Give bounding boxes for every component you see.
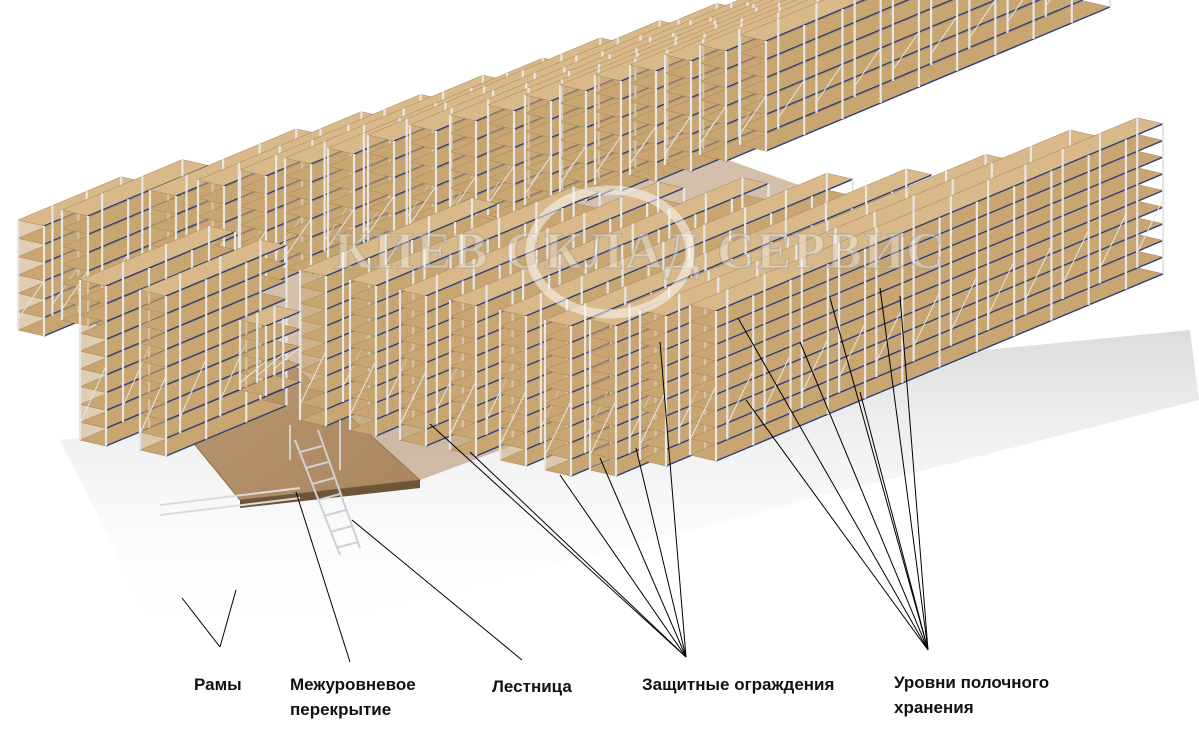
lower-rack-row-10-brace bbox=[875, 307, 903, 363]
upper-rack-row-17-beam-3 bbox=[765, 0, 998, 97]
upper-rack-row-17-shelf-5 bbox=[739, 0, 909, 60]
upper-rack-row-0-brace bbox=[17, 280, 45, 320]
upper-rack-row-17-beam-0 bbox=[765, 6, 1111, 152]
lower-rack-row-4-beam-9 bbox=[425, 187, 685, 297]
lower-rack-row-0-beam-8 bbox=[105, 249, 236, 305]
upper-rack-row-14-brace bbox=[629, 125, 657, 165]
lower-rack-row-1-beam-6 bbox=[165, 298, 287, 350]
upper-rack-row-17-beam-6 bbox=[765, 0, 866, 42]
watermark-logo bbox=[525, 185, 695, 319]
label-shelf-levels: Уровни полочного хранения bbox=[894, 670, 1049, 720]
ground-shadow bbox=[60, 330, 1199, 640]
upper-rack-row-17-brace bbox=[1007, 0, 1024, 23]
upper-rack-row-17 bbox=[738, 0, 1112, 152]
upper-rack-row-17-brace bbox=[777, 79, 805, 119]
label-guardrails-text: Защитные ограждения bbox=[642, 675, 835, 694]
label-stairs: Лестница bbox=[492, 674, 572, 699]
label-shelf-levels-line2: хранения bbox=[894, 698, 974, 717]
lower-rack-row-7-brace bbox=[544, 400, 572, 456]
deck-shelf-unit-brace bbox=[256, 353, 284, 377]
upper-rack-row-13-brace bbox=[594, 135, 622, 175]
shelving-rows bbox=[16, 0, 1165, 477]
lower-rack-row-10-brace bbox=[913, 292, 941, 347]
label-frames: Рамы bbox=[194, 672, 242, 697]
lower-rack-row-10-brace bbox=[1062, 229, 1090, 285]
upper-rack-row-15-brace bbox=[664, 115, 692, 155]
lower-rack-row-10-brace bbox=[1024, 245, 1052, 300]
upper-rack-row-1-brace bbox=[61, 270, 89, 310]
upper-rack-row-12-brace bbox=[559, 145, 587, 185]
lower-rack-row-1-beam-0 bbox=[165, 404, 287, 457]
lower-rack-row-1-brace bbox=[179, 358, 207, 418]
upper-rack-row-5-brace bbox=[284, 218, 312, 258]
upper-rack-row-17-shelf-4 bbox=[739, 0, 953, 78]
lower-rack-row-1-beam-9 bbox=[165, 244, 287, 297]
lower-rack-row-0-brace bbox=[79, 365, 107, 425]
label-stairs-text: Лестница bbox=[492, 677, 572, 696]
deck-shelf-unit-brace bbox=[274, 346, 301, 369]
watermark-text: КИЕВ СКЛАД СЕРВИС bbox=[334, 223, 946, 280]
mezzanine-floor-edge bbox=[240, 480, 420, 508]
upper-rack-row-8-brace bbox=[409, 185, 437, 225]
upper-rack-row-7-brace bbox=[367, 195, 395, 235]
lower-rack-row-10-brace bbox=[726, 370, 754, 425]
lower-rack-row-7-beam-9 bbox=[570, 174, 933, 327]
upper-rack-row-17-brace bbox=[968, 0, 996, 39]
lower-rack-row-2-brace bbox=[299, 350, 327, 406]
label-shelf-levels-line1: Уровни полочного bbox=[894, 673, 1050, 692]
lower-rack-row-9-brace bbox=[639, 390, 667, 446]
deck-shelf-unit-brace bbox=[239, 360, 267, 384]
lower-rack-row-1-brace bbox=[139, 375, 167, 435]
upper-rack-row-17-shelf-6 bbox=[739, 0, 865, 42]
lower-rack-row-0-beam-9 bbox=[105, 231, 236, 287]
upper-rack-row-17-brace bbox=[816, 63, 843, 103]
label-mezzanine: Межуровневое перекрытие bbox=[290, 672, 416, 722]
lower-rack-row-10-brace bbox=[1136, 198, 1164, 254]
upper-rack-row-6-brace bbox=[327, 208, 355, 248]
label-mezzanine-line2: перекрытие bbox=[290, 700, 392, 719]
lower-rack-row-8-brace bbox=[589, 400, 617, 456]
lower-rack-row-10-brace bbox=[987, 260, 1015, 316]
lower-rack-row-1-beam-7 bbox=[165, 280, 287, 333]
upper-rack-row-10-brace bbox=[487, 165, 515, 205]
lower-rack-row-4-brace bbox=[399, 370, 427, 426]
deck-shelf-unit bbox=[238, 305, 302, 397]
staircase bbox=[289, 420, 361, 556]
upper-rack-row-17-brace bbox=[854, 47, 882, 87]
lower-rack-row-10-brace bbox=[764, 354, 791, 410]
upper-rack-row-17-beam-1 bbox=[765, 0, 1085, 134]
lower-rack-row-5-brace bbox=[449, 380, 477, 436]
upper-rack-row-17-beam-5 bbox=[765, 0, 910, 60]
lower-rack-row-3-brace bbox=[349, 360, 377, 416]
label-mezzanine-line1: Межуровневое bbox=[290, 675, 416, 694]
leader-lines bbox=[181, 287, 929, 663]
lower-rack-row-6-brace bbox=[499, 390, 527, 446]
lower-rack-row-10 bbox=[688, 117, 1165, 462]
upper-rack-row-16-brace bbox=[699, 105, 727, 145]
upper-rack-row-17-brace bbox=[892, 31, 920, 71]
lower-rack-row-10-brace bbox=[801, 338, 829, 394]
lower-rack-row-1-beam-8 bbox=[165, 262, 287, 315]
label-frames-text: Рамы bbox=[194, 675, 242, 694]
upper-rack-row-17-beam-4 bbox=[765, 0, 954, 79]
lower-rack-row-10-brace bbox=[689, 385, 717, 441]
lower-rack-row-10-brace bbox=[1099, 214, 1127, 269]
lower-rack-row-10-brace bbox=[838, 323, 866, 378]
upper-rack-row-17-brace bbox=[739, 95, 767, 135]
upper-rack-row-17-beam-2 bbox=[765, 0, 1041, 115]
upper-rack-row-17-brace bbox=[930, 15, 958, 55]
label-guardrails: Защитные ограждения bbox=[642, 672, 834, 697]
lower-rack-row-10-brace bbox=[950, 276, 978, 332]
upper-rack-row-11-brace bbox=[524, 155, 552, 195]
